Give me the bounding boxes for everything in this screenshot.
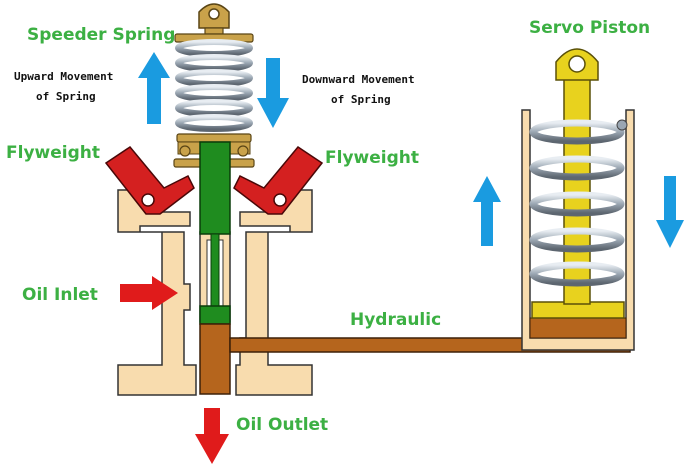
down-arrow-icon xyxy=(257,58,289,128)
label-downward-line2: of Spring xyxy=(331,93,391,106)
up-arrow-icon xyxy=(473,176,501,246)
label-upward-line2: of Spring xyxy=(36,90,96,103)
up-arrow-icon xyxy=(138,52,170,124)
body-left-wall xyxy=(117,189,197,396)
flyweight-right-shape xyxy=(233,146,324,215)
speeder-spring xyxy=(175,39,253,132)
label-oil-inlet: Oil Inlet xyxy=(22,285,98,305)
label-servo-piston: Servo Piston xyxy=(529,18,650,38)
spring-seat xyxy=(173,133,255,168)
spring-hanger xyxy=(174,3,254,43)
label-flyweight-right: Flyweight xyxy=(325,148,419,168)
label-flyweight-left: Flyweight xyxy=(6,143,100,163)
down-arrow-icon xyxy=(656,176,684,248)
label-oil-outlet: Oil Outlet xyxy=(236,415,328,435)
right-arrow-icon xyxy=(120,276,178,310)
body-right-wall xyxy=(235,189,313,396)
flyweight-left-shape xyxy=(104,146,195,215)
pilot-valve xyxy=(199,141,231,325)
down-arrow-icon xyxy=(195,408,229,464)
label-upward-line1: Upward Movement xyxy=(14,70,113,83)
label-hydraulic: Hydraulic xyxy=(350,310,441,330)
servo-spring xyxy=(529,119,628,287)
label-speeder-spring: Speeder Spring xyxy=(27,25,175,45)
label-downward-line1: Downward Movement xyxy=(302,73,415,86)
servo-cylinder xyxy=(521,109,635,351)
